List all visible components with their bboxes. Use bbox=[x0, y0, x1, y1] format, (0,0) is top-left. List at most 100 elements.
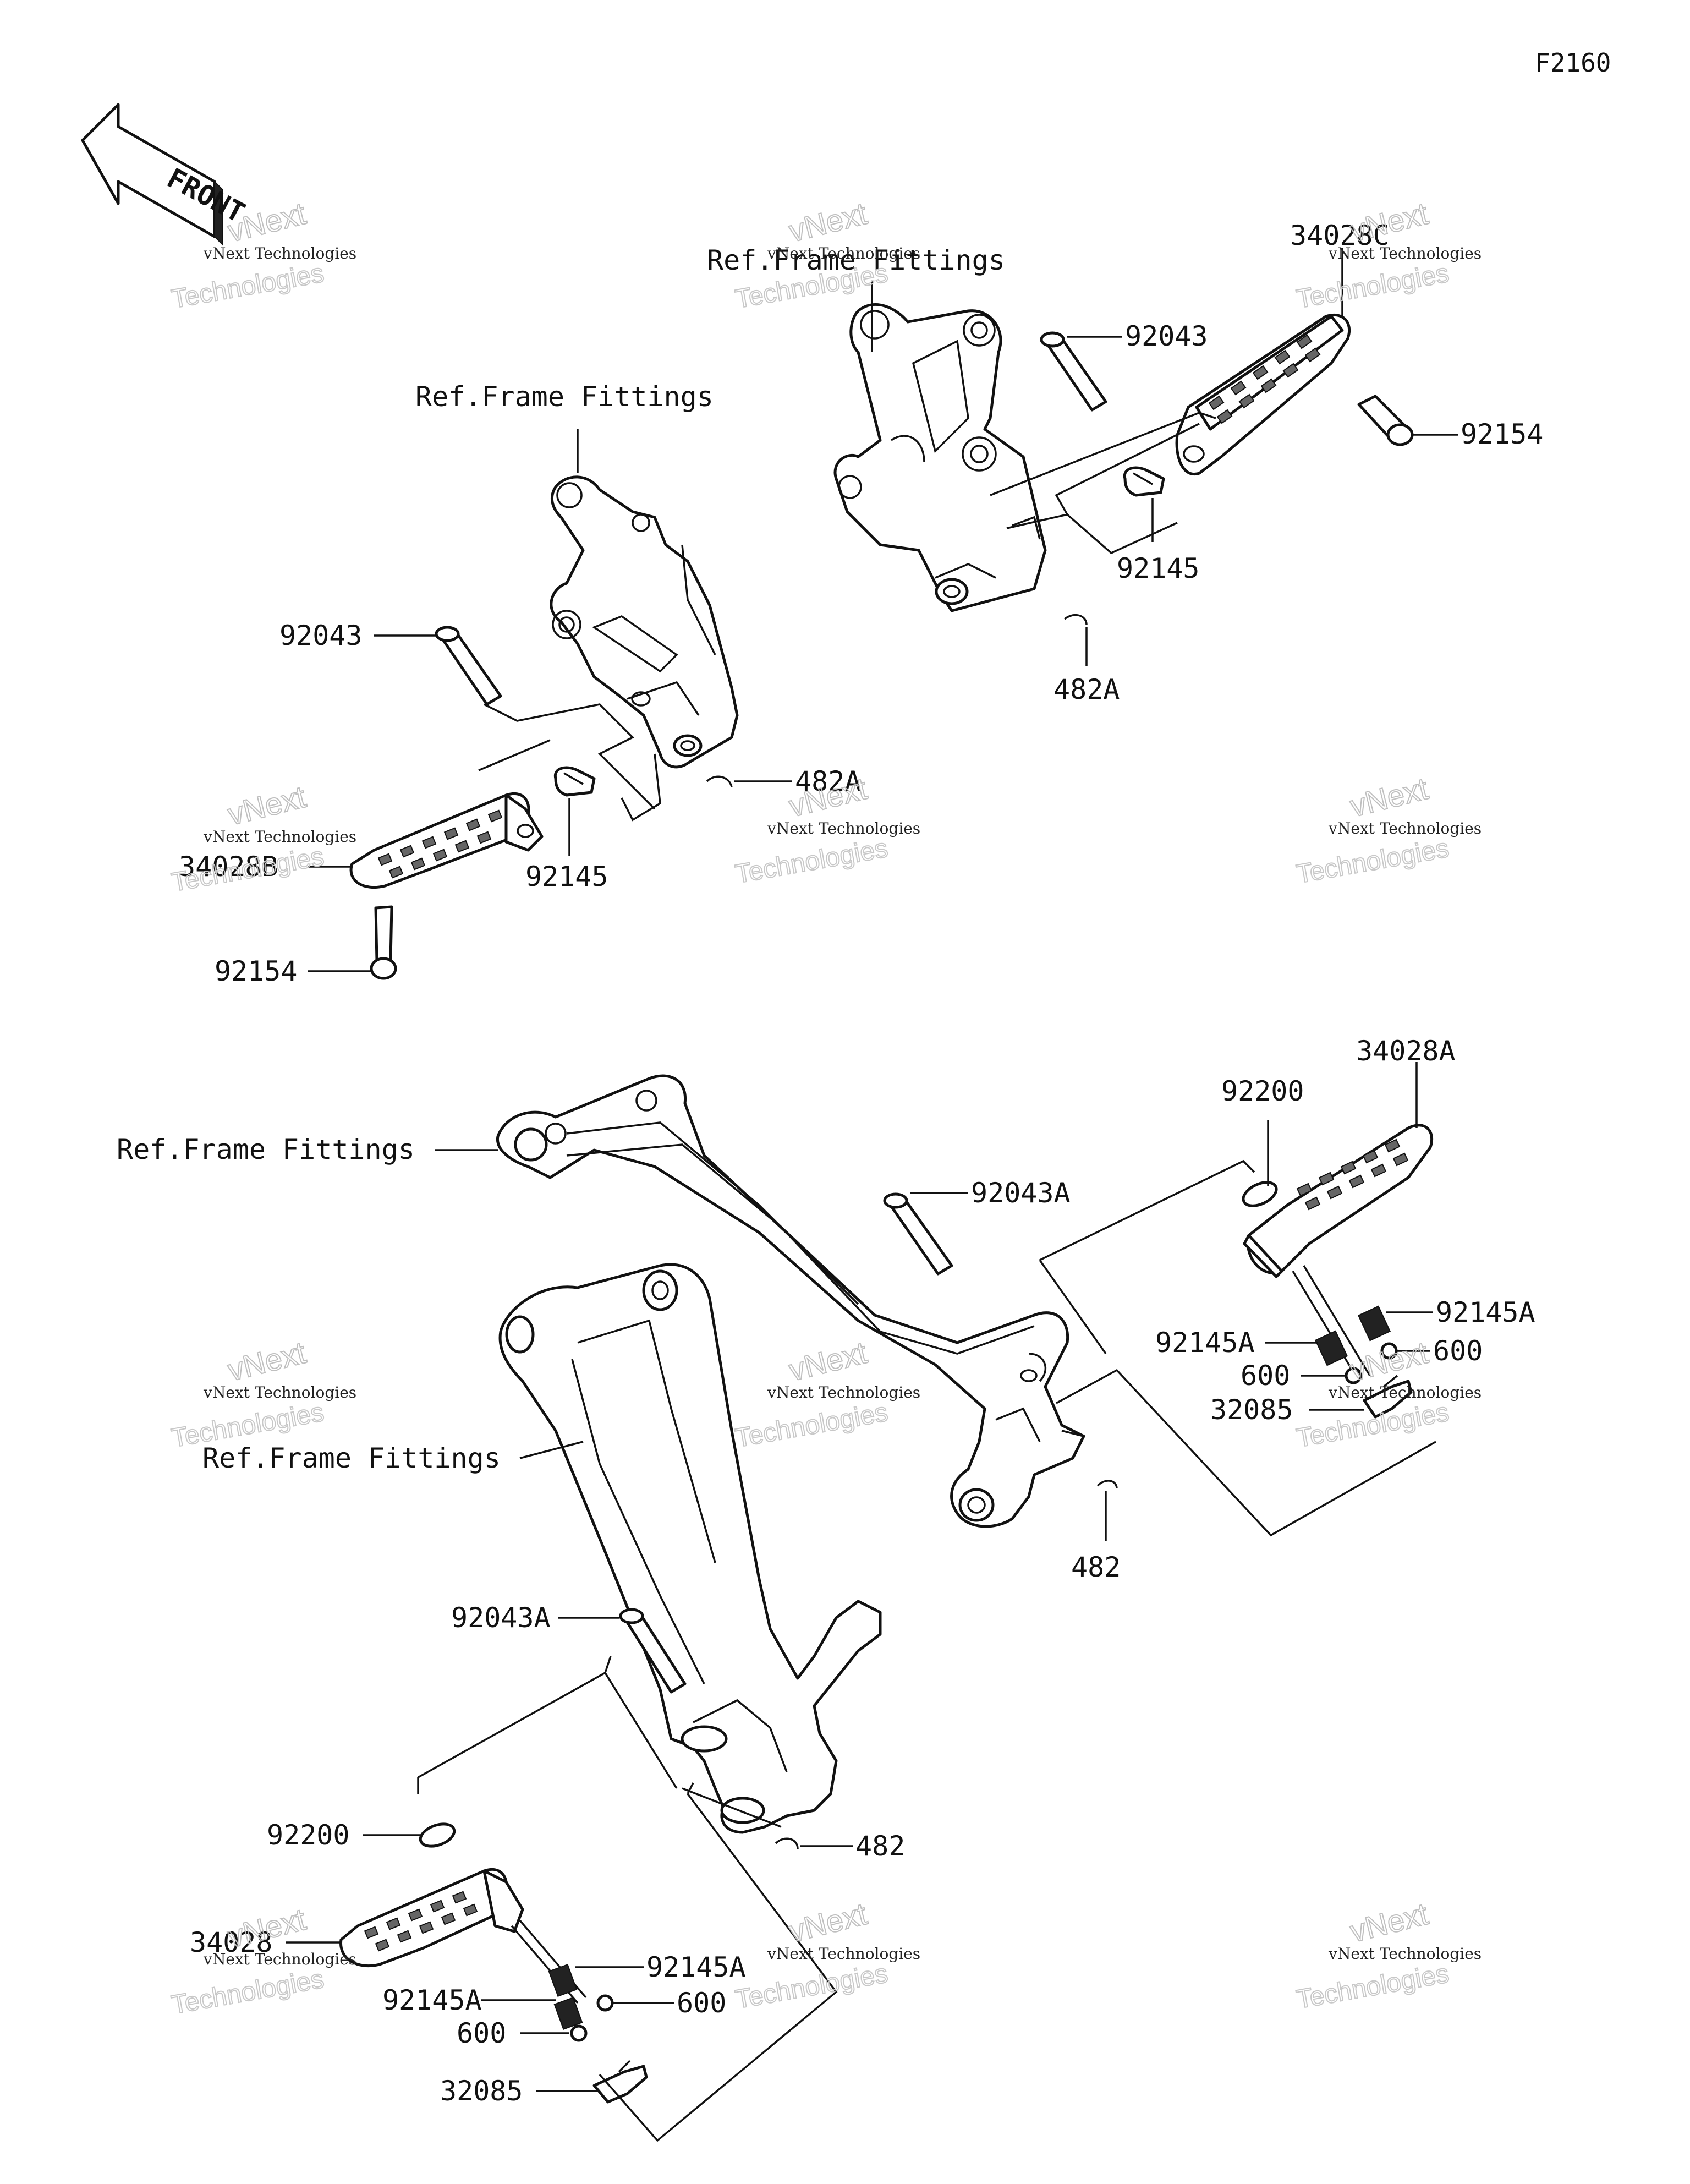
svg-text:vNext Technologies: vNext Technologies bbox=[767, 244, 920, 262]
svg-text:Technologies: Technologies bbox=[733, 1398, 890, 1453]
label-34028A: 34028A bbox=[1356, 1035, 1456, 1067]
svg-text:vNext Technologies: vNext Technologies bbox=[1328, 1945, 1482, 1963]
label-600-right-1: 600 bbox=[1433, 1335, 1483, 1367]
svg-text:vNext Technologies: vNext Technologies bbox=[203, 1950, 356, 1968]
snap-ring-482A-right bbox=[1063, 614, 1088, 625]
footpeg-34028C bbox=[1175, 313, 1351, 476]
spring-92145A-right-1 bbox=[1357, 1305, 1391, 1342]
label-92145-right: 92145 bbox=[1117, 552, 1200, 584]
washer-92200-right bbox=[1242, 1181, 1278, 1207]
middle-passenger-bracket bbox=[496, 1074, 1085, 1528]
svg-text:Technologies: Technologies bbox=[733, 1959, 890, 2015]
pin-92043-right bbox=[1040, 331, 1107, 412]
snap-ring-482-left bbox=[775, 1837, 799, 1849]
label-92200-right: 92200 bbox=[1221, 1075, 1304, 1107]
watermark-7: vNext Technologies vNext Technologies bbox=[169, 1334, 356, 1454]
upper-left-bracket bbox=[550, 475, 739, 769]
label-32085-left: 32085 bbox=[440, 2075, 523, 2107]
svg-text:Technologies: Technologies bbox=[1294, 1959, 1451, 2015]
label-92145-left: 92145 bbox=[525, 861, 608, 893]
svg-text:Technologies: Technologies bbox=[169, 259, 326, 314]
label-92145A-right-1: 92145A bbox=[1436, 1296, 1535, 1328]
label-482A-right: 482A bbox=[1053, 674, 1120, 705]
plate-32085-left bbox=[592, 2060, 648, 2104]
bolt-92154-right bbox=[1357, 395, 1414, 446]
label-92145A-left-2: 92145A bbox=[382, 1984, 482, 2016]
spring-92145A-left-2 bbox=[553, 1997, 583, 2030]
svg-text:vNext Technologies: vNext Technologies bbox=[203, 828, 356, 846]
svg-text:Technologies: Technologies bbox=[169, 1964, 326, 2020]
plate-32085-right bbox=[1363, 1375, 1413, 1419]
label-92043A-right: 92043A bbox=[971, 1177, 1071, 1209]
watermark-4: vNext Technologies vNext Technologies bbox=[169, 779, 356, 898]
label-92043-left: 92043 bbox=[279, 620, 363, 652]
ref-frame-upper-left: Ref.Frame Fittings bbox=[415, 381, 714, 413]
label-32085-right: 32085 bbox=[1210, 1394, 1293, 1426]
label-92043-right: 92043 bbox=[1125, 320, 1208, 352]
label-482-left: 482 bbox=[855, 1830, 905, 1862]
svg-text:vNext Technologies: vNext Technologies bbox=[767, 1383, 920, 1402]
snap-ring-482-right bbox=[1096, 1480, 1118, 1489]
label-600-left-2: 600 bbox=[457, 2017, 506, 2049]
washer-92200-left bbox=[419, 1822, 456, 1848]
svg-text:Technologies: Technologies bbox=[733, 834, 890, 889]
watermark-11: vNext Technologies vNext Technologies bbox=[733, 1896, 920, 2015]
pin-92043-left bbox=[435, 626, 502, 706]
spring-92145-right bbox=[1123, 466, 1165, 497]
label-92154-left: 92154 bbox=[215, 955, 298, 987]
svg-text:vNext: vNext bbox=[224, 1335, 310, 1388]
svg-text:vNext Technologies: vNext Technologies bbox=[767, 1945, 920, 1963]
svg-text:vNext Technologies: vNext Technologies bbox=[1328, 244, 1482, 262]
svg-text:vNext Technologies: vNext Technologies bbox=[1328, 1383, 1482, 1402]
watermark-3: vNext Technologies vNext Technologies bbox=[1294, 195, 1482, 315]
upper-right-bracket bbox=[833, 303, 1047, 612]
svg-text:vNext: vNext bbox=[224, 779, 310, 832]
pin-92043A-right bbox=[883, 1192, 953, 1276]
label-482A-left: 482A bbox=[795, 765, 861, 797]
watermark-12: vNext Technologies vNext Technologies bbox=[1294, 1896, 1482, 2015]
svg-text:vNext Technologies: vNext Technologies bbox=[203, 244, 356, 262]
watermark-6: vNext Technologies vNext Technologies bbox=[1294, 770, 1482, 890]
label-92043A-left: 92043A bbox=[451, 1602, 551, 1634]
label-600-left-1: 600 bbox=[677, 1987, 726, 2019]
watermark-10: vNext Technologies vNext Technologies bbox=[169, 1901, 356, 2021]
spring-92145A-right-2 bbox=[1314, 1330, 1348, 1366]
svg-text:Technologies: Technologies bbox=[1294, 834, 1451, 889]
label-34028: 34028 bbox=[190, 1926, 273, 1958]
label-92200-left: 92200 bbox=[267, 1819, 350, 1851]
label-34028B: 34028B bbox=[179, 851, 278, 883]
ref-frame-upper-right: Ref.Frame Fittings bbox=[707, 244, 1005, 276]
svg-text:vNext: vNext bbox=[1347, 1896, 1432, 1949]
label-92145A-right-2: 92145A bbox=[1155, 1327, 1255, 1359]
front-arrow-icon: FRONT bbox=[81, 103, 250, 247]
label-92145A-left-1: 92145A bbox=[646, 1951, 746, 1983]
label-600-right-2: 600 bbox=[1241, 1360, 1290, 1392]
svg-text:vNext: vNext bbox=[786, 1896, 871, 1949]
label-482-right: 482 bbox=[1071, 1551, 1121, 1583]
ball-600-left-1 bbox=[596, 1994, 614, 2012]
footpeg-34028B bbox=[349, 792, 544, 889]
ball-600-right-2 bbox=[1345, 1367, 1362, 1384]
pin-92043A-left bbox=[619, 1608, 687, 1694]
ball-600-right-1 bbox=[1380, 1342, 1398, 1360]
watermark-8: vNext Technologies vNext Technologies bbox=[733, 1334, 920, 1454]
svg-text:vNext Technologies: vNext Technologies bbox=[203, 1383, 356, 1402]
figure-code: F2160 bbox=[1535, 48, 1611, 78]
svg-text:vNext: vNext bbox=[786, 1335, 871, 1388]
svg-text:vNext: vNext bbox=[1347, 771, 1432, 824]
ref-frame-lower: Ref.Frame Fittings bbox=[202, 1442, 501, 1474]
label-92154-right: 92154 bbox=[1461, 418, 1544, 450]
spring-92145A-left-1 bbox=[548, 1964, 578, 1997]
ball-600-left-2 bbox=[570, 2024, 588, 2042]
svg-text:vNext: vNext bbox=[786, 196, 871, 249]
footpeg-34028 bbox=[339, 1868, 587, 2004]
spring-92145-left bbox=[553, 766, 596, 797]
footpeg-34028A bbox=[1243, 1124, 1434, 1382]
ref-frame-middle: Ref.Frame Fittings bbox=[117, 1134, 415, 1165]
label-34028C: 34028C bbox=[1290, 220, 1390, 251]
svg-text:vNext Technologies: vNext Technologies bbox=[1328, 819, 1482, 838]
watermark-5: vNext Technologies vNext Technologies bbox=[733, 770, 920, 890]
bolt-92154-left bbox=[370, 905, 397, 980]
snap-ring-482A-left bbox=[706, 775, 733, 787]
